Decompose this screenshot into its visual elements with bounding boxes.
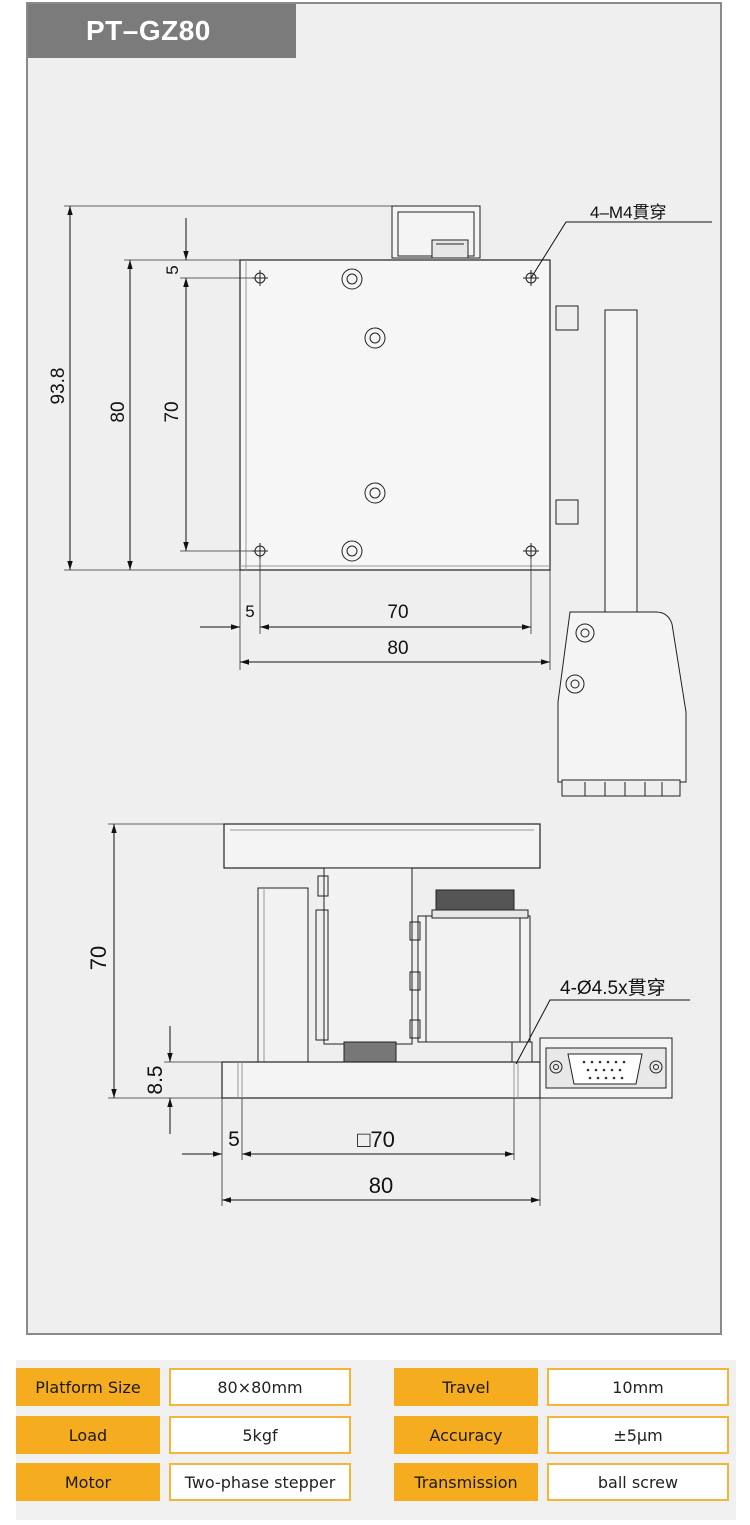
dim-side-hole-spacing: □70 xyxy=(357,1127,395,1152)
spec-value-platform-size: 80×80mm xyxy=(169,1368,351,1406)
dim-total-height: 93.8 xyxy=(48,368,69,405)
spec-label-load: Load xyxy=(16,1416,160,1454)
side-view xyxy=(108,823,690,1206)
counterbore-hole-1 xyxy=(341,268,363,290)
carriage-tab xyxy=(317,875,329,897)
stepper-motor xyxy=(417,915,531,1043)
side-base xyxy=(221,1061,541,1099)
dim-hole-spacing-vertical: 70 xyxy=(162,401,183,422)
platform-plate xyxy=(239,259,551,571)
side-knob-lower xyxy=(555,499,579,525)
m4-hole-top-left xyxy=(252,270,268,286)
dim-side-width: 80 xyxy=(369,1173,393,1198)
counterbore-hole-3 xyxy=(364,482,386,504)
dim-platform-width: 80 xyxy=(387,638,408,659)
carriage-guide xyxy=(315,909,329,1041)
carriage-block xyxy=(323,867,413,1045)
dim-base-thickness: 8.5 xyxy=(144,1065,167,1094)
motor-tab-3 xyxy=(409,1019,421,1039)
spec-value-load: 5kgf xyxy=(169,1416,351,1454)
motor-tab-2 xyxy=(409,971,421,991)
m4-hole-bottom-right xyxy=(523,543,539,559)
dim-top-offset: 5 xyxy=(163,265,182,274)
dsub-screw-right xyxy=(649,1060,663,1074)
callout-m4-holes: 4–M4貫穿 xyxy=(590,203,667,222)
drive-gear xyxy=(343,1041,397,1063)
counterbore-hole-4 xyxy=(341,540,363,562)
connector-screw-2 xyxy=(565,674,585,694)
technical-drawing: 93.8 80 70 5 5 70 80 4–M4貫穿 xyxy=(48,203,712,1206)
side-top-plate xyxy=(223,823,541,869)
dim-platform-height: 80 xyxy=(108,401,129,422)
spec-label-transmission: Transmission xyxy=(394,1463,538,1501)
callout-mounting-holes: 4-Ø4.5x貫穿 xyxy=(560,977,666,999)
dsub-pins xyxy=(582,1060,626,1080)
counterbore-hole-2 xyxy=(364,327,386,349)
spec-value-travel: 10mm xyxy=(547,1368,729,1406)
left-body xyxy=(257,887,309,1065)
spec-value-motor: Two-phase stepper xyxy=(169,1463,351,1501)
product-title: PT–GZ80 xyxy=(28,4,296,58)
dsub-screw-left xyxy=(549,1060,563,1074)
spec-label-travel: Travel xyxy=(394,1368,538,1406)
dim-hole-spacing-horizontal: 70 xyxy=(387,602,408,623)
side-knob-upper xyxy=(555,305,579,331)
m4-hole-bottom-left xyxy=(252,543,268,559)
spec-value-accuracy: ±5μm xyxy=(547,1416,729,1454)
dim-side-left-offset: 5 xyxy=(228,1128,240,1151)
dsub-port xyxy=(567,1053,643,1085)
spec-label-accuracy: Accuracy xyxy=(394,1416,538,1454)
connector-screw-1 xyxy=(575,623,595,643)
spec-value-transmission: ball screw xyxy=(547,1463,729,1501)
spec-label-platform-size: Platform Size xyxy=(16,1368,160,1406)
spec-label-motor: Motor xyxy=(16,1463,160,1501)
dim-left-offset: 5 xyxy=(245,602,254,621)
top-view xyxy=(64,205,712,797)
dim-side-height: 70 xyxy=(86,946,111,970)
connector-block xyxy=(431,239,469,259)
cable xyxy=(604,309,638,613)
connector-plug xyxy=(561,779,681,797)
motor-tab-1 xyxy=(409,921,421,941)
